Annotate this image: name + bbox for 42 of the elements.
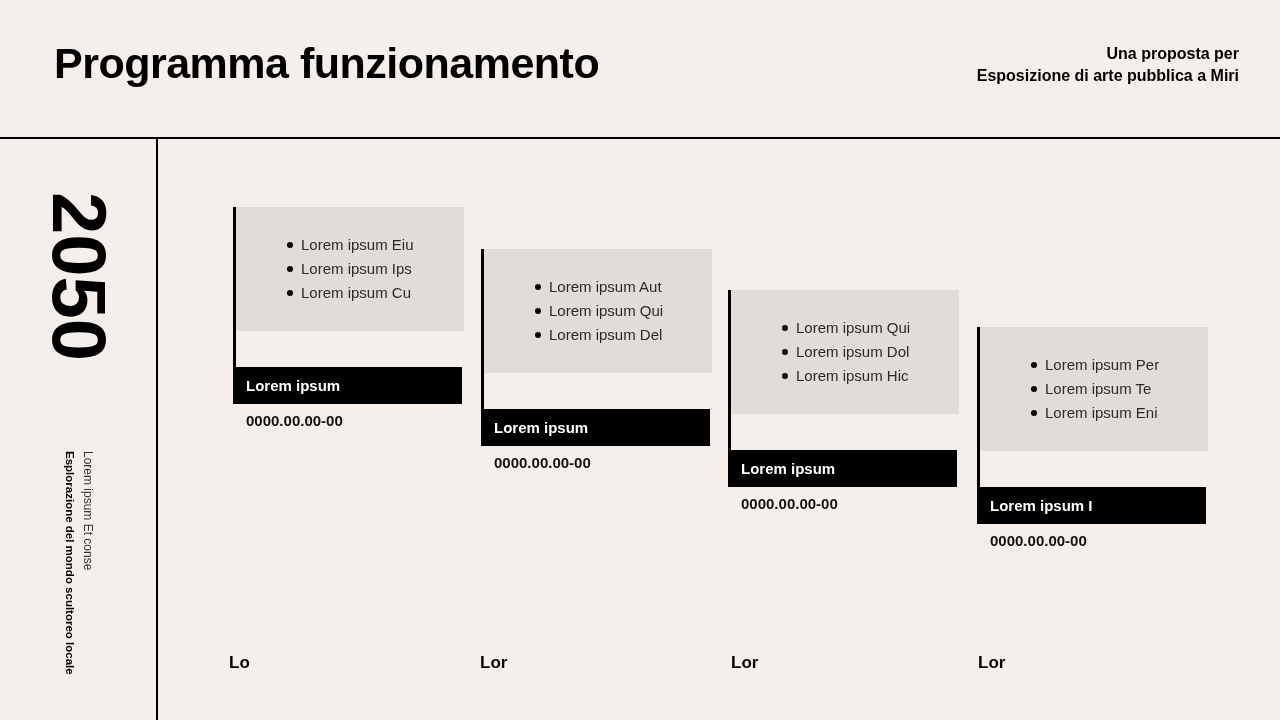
list-item-text: Lorem ipsum Te (1045, 379, 1152, 399)
list-item-text: Lorem ipsum Qui (549, 301, 664, 321)
connector-line (233, 331, 236, 367)
column-label: Lor (978, 652, 1006, 674)
label-bar (977, 487, 1206, 524)
bullet-list-card (977, 327, 1208, 451)
list-item-text: Lorem ipsum Qui (796, 318, 911, 338)
column-label: Lor (731, 652, 759, 674)
list-item-text: Lorem ipsum Eni (1045, 403, 1158, 423)
year-text: 2050 (44, 192, 114, 362)
bullet-list-card (481, 249, 712, 373)
list-item-text: Lorem ipsum Ips (301, 259, 412, 279)
vertical-caption: Lorem ipsum Et conse (81, 451, 95, 571)
label-bar (728, 450, 957, 487)
label-bar (233, 367, 462, 404)
list-item-text: Lorem ipsum Cu (301, 283, 412, 303)
date-text: 0000.00.00-00 (494, 454, 591, 472)
list-item-text: Lorem ipsum Aut (549, 277, 662, 297)
subtitle-text: Esposizione di arte pubblica a Miri (976, 66, 1239, 86)
list-item-text: Lorem ipsum Del (549, 325, 663, 345)
connector-line (977, 451, 980, 487)
date-text: 0000.00.00-00 (246, 412, 343, 430)
date-text: 0000.00.00-00 (741, 495, 838, 513)
bar-label: Lorem ipsum (246, 376, 341, 395)
vertical-caption: Esplorazione del mondo scultoreo locale (63, 451, 77, 675)
page-title: Programma funzionamento (54, 38, 600, 89)
bullet-list-card (728, 290, 959, 414)
column-label: Lor (480, 652, 508, 674)
label-bar (481, 409, 710, 446)
connector-line (481, 373, 484, 409)
list-item-text: Lorem ipsum Eiu (301, 235, 414, 255)
bar-label: Lorem ipsum I (990, 496, 1093, 515)
list-item-text: Lorem ipsum Per (1045, 355, 1160, 375)
list-item-text: Lorem ipsum Dol (796, 342, 910, 362)
bullet-list-card (233, 207, 464, 331)
bar-label: Lorem ipsum (494, 418, 589, 437)
list-item-text: Lorem ipsum Hic (796, 366, 909, 386)
subtitle-text: Una proposta per (1106, 44, 1239, 64)
date-text: 0000.00.00-00 (990, 532, 1087, 550)
connector-line (728, 414, 731, 450)
bar-label: Lorem ipsum (741, 459, 836, 478)
column-label: Lo (229, 652, 250, 674)
